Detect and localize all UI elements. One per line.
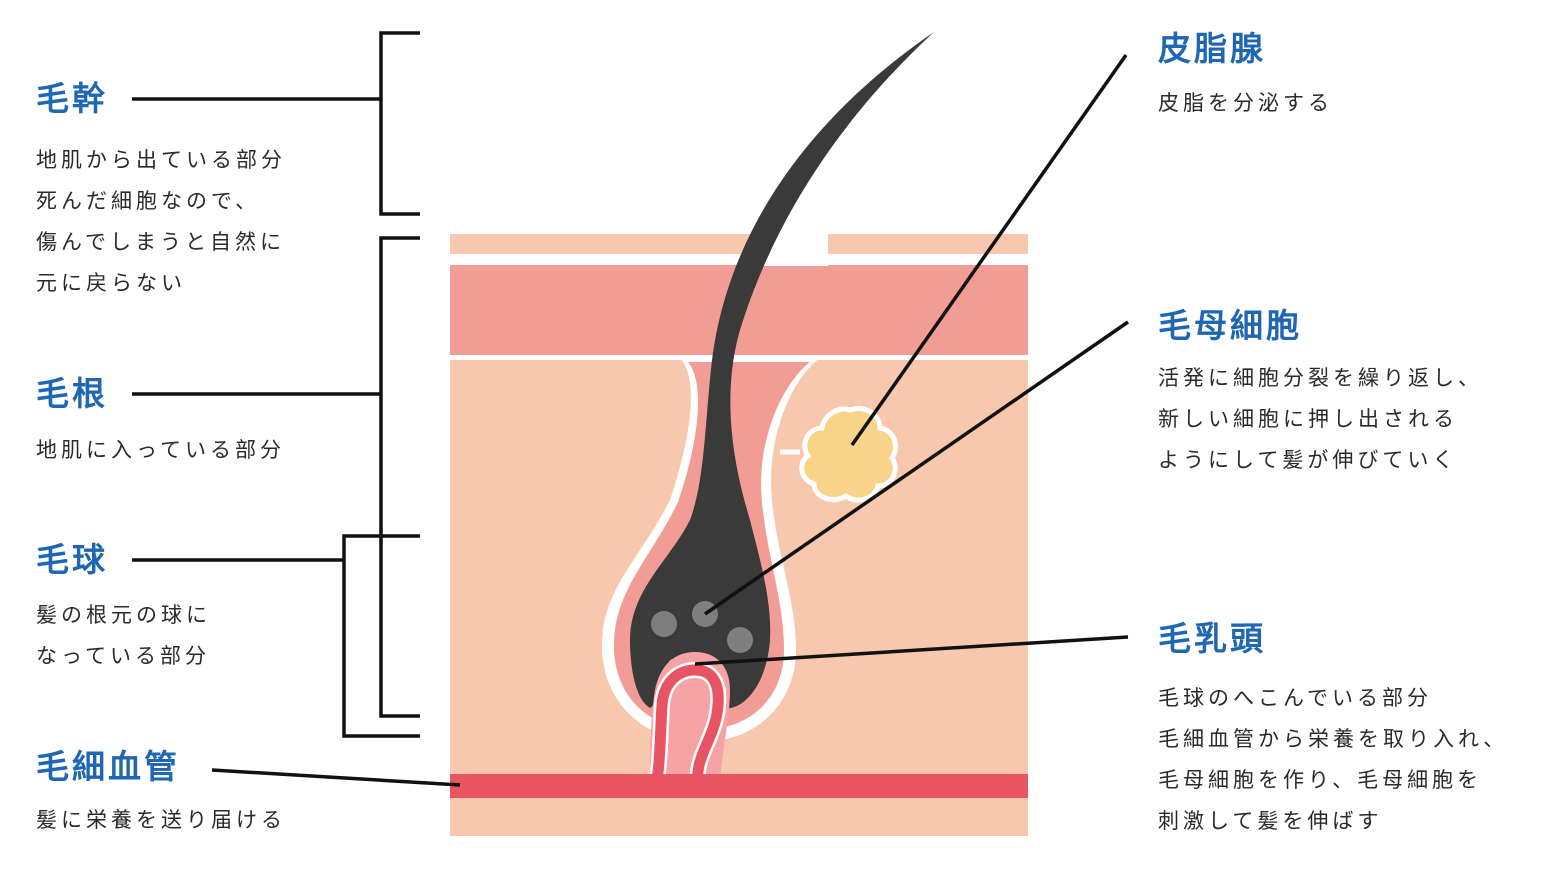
matrix-desc-line: 活発に細胞分裂を繰り返し、: [1158, 366, 1483, 390]
shaft-description: 地肌から出ている部分 死んだ細胞なので、 傷んでしまうと自然に 元に戻らない: [36, 140, 286, 304]
sebaceous-gland: [799, 406, 898, 503]
bulb-desc-line: なっている部分: [36, 644, 210, 668]
bulb-description: 髪の根元の球に なっている部分: [36, 595, 211, 677]
matrix-pointer-line: [704, 320, 1129, 616]
bulb-bracket: [342, 534, 420, 738]
capillary-pointer-line: [211, 768, 461, 787]
root-desc-line: 地肌に入っている部分: [36, 438, 285, 462]
papilla-pointer-line: [694, 635, 1129, 666]
matrix-cell: [727, 627, 753, 653]
papilla-title: 毛乳頭: [1158, 619, 1266, 658]
capillary-band-top: [450, 774, 1028, 798]
dermis-boundary: [450, 355, 1028, 360]
capillary-desc-line: 髪に栄養を送り届ける: [36, 808, 286, 832]
papilla-desc-line: 毛球のへこんでいる部分: [1158, 686, 1432, 710]
shaft-bracket: [379, 31, 420, 216]
matrix-cell: [651, 611, 677, 637]
shaft-desc-line: 元に戻らない: [36, 271, 186, 295]
bulb-desc-line: 髪の根元の球に: [36, 603, 211, 627]
papilla-desc-line: 毛母細胞を作り、毛母細胞を: [1158, 768, 1483, 792]
capillary-description: 髪に栄養を送り届ける: [36, 800, 286, 841]
bulb-title: 毛球: [36, 540, 108, 579]
capillary-title: 毛細血管: [36, 747, 180, 786]
root-title: 毛根: [36, 374, 108, 413]
matrix-desc-line: 新しい細胞に押し出される: [1158, 407, 1458, 431]
matrix-desc-line: ようにして髪が伸びていく: [1158, 448, 1458, 472]
capillary-loop: [649, 664, 724, 792]
sebaceous-pointer-line: [850, 53, 1128, 447]
matrix-title: 毛母細胞: [1158, 306, 1302, 345]
shaft-desc-line: 死んだ細胞なので、: [36, 189, 261, 213]
papilla-desc-line: 毛細血管から栄養を取り入れ、: [1158, 727, 1509, 751]
root-description: 地肌に入っている部分: [36, 430, 285, 471]
sebaceous-title: 皮脂腺: [1158, 29, 1266, 68]
matrix-description: 活発に細胞分裂を繰り返し、 新しい細胞に押し出される ようにして髪が伸びていく: [1158, 358, 1483, 481]
hair-shaft: [630, 32, 934, 709]
root-bracket: [379, 236, 420, 718]
papilla-description: 毛球のへこんでいる部分 毛細血管から栄養を取り入れ、 毛母細胞を作り、毛母細胞を…: [1158, 678, 1508, 842]
papilla-desc-line: 刺激して髪を伸ばす: [1158, 809, 1383, 833]
shaft-desc-line: 傷んでしまうと自然に: [36, 230, 285, 254]
shaft-desc-line: 地肌から出ている部分: [36, 148, 286, 172]
sebaceous-description: 皮脂を分泌する: [1158, 83, 1333, 124]
sebaceous-desc-line: 皮脂を分泌する: [1158, 91, 1333, 115]
shaft-title: 毛幹: [36, 79, 108, 118]
capillary-junction: [646, 774, 712, 798]
